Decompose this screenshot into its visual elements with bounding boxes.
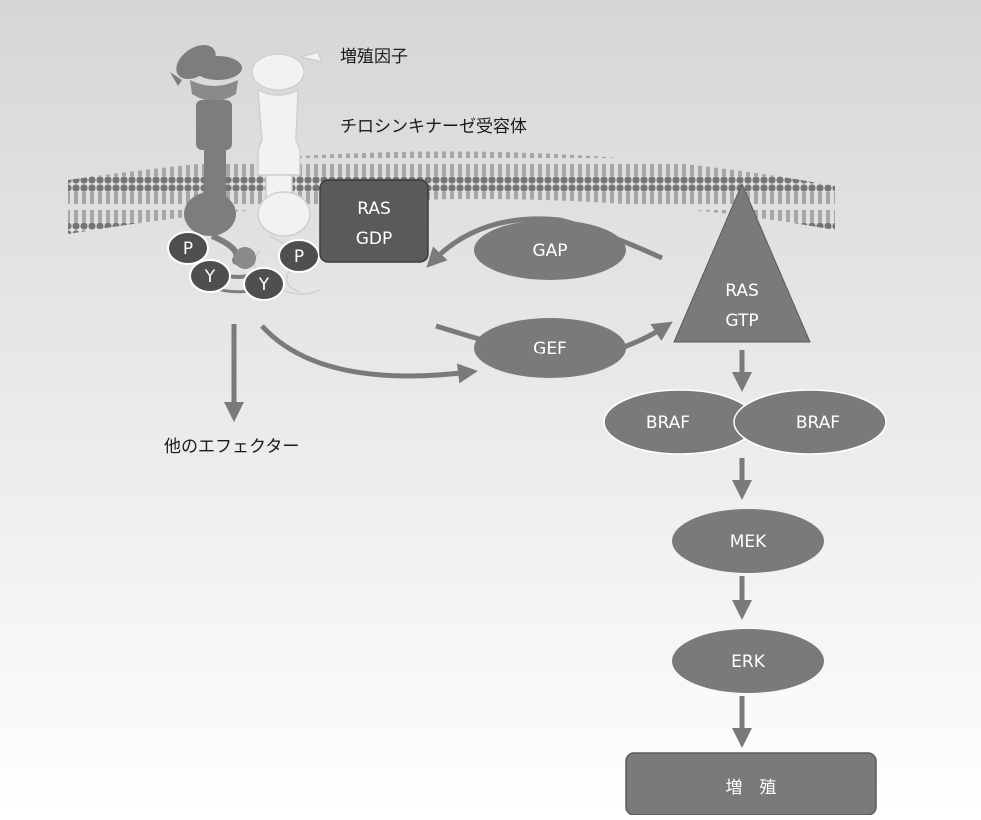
ras-gdp-node: RAS GDP: [319, 179, 429, 263]
p-label-left: P: [183, 239, 193, 259]
receptor-to-gef-arrow: [260, 324, 478, 384]
proliferation-node: 増 殖: [625, 752, 877, 816]
braf-left-label: BRAF: [646, 413, 690, 433]
ras-gtp-node: RAS GTP: [673, 182, 811, 343]
gef-node: GEF: [474, 318, 626, 378]
gap-node: GAP: [474, 220, 626, 280]
growth-factor-label: 増殖因子: [340, 47, 408, 67]
erk-node: ERK: [672, 629, 824, 693]
receptor-label: チロシンキナーゼ受容体: [340, 117, 527, 137]
y-label-left: Y: [204, 267, 216, 287]
erk-label: ERK: [731, 652, 766, 672]
ras-gtp-line1: RAS: [725, 281, 759, 301]
braf-right-label: BRAF: [796, 413, 840, 433]
phosphotyrosine-group: P Y P Y: [167, 231, 320, 301]
p-label-right: P: [294, 247, 304, 267]
gap-label: GAP: [532, 241, 567, 261]
receptor-light: [251, 51, 324, 295]
y-label-right: Y: [258, 275, 270, 295]
gap-arrow: [426, 216, 664, 268]
ras-gdp-line1: RAS: [357, 199, 391, 219]
other-effectors-label: 他のエフェクター: [164, 437, 299, 457]
braf-dimer: BRAF BRAF: [603, 389, 887, 455]
proliferation-label: 増 殖: [726, 778, 777, 798]
ras-gtp-line2: GTP: [725, 311, 758, 331]
gef-to-ras-arrow: [435, 321, 673, 363]
receptor-dark: [170, 44, 271, 294]
mek-node: MEK: [672, 509, 824, 573]
ras-gdp-line2: GDP: [356, 229, 393, 249]
mek-label: MEK: [730, 532, 767, 552]
